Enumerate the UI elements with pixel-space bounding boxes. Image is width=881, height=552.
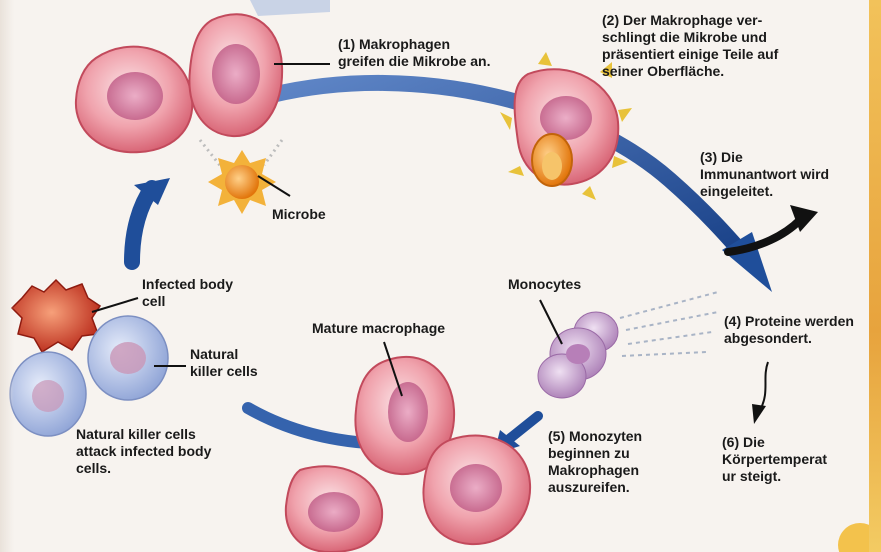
secreted-proteins <box>620 292 718 356</box>
mature-macrophage-2 <box>423 436 530 545</box>
mature-macrophage-3 <box>286 466 382 552</box>
temperature-arrowhead <box>752 404 766 424</box>
natural-killer-label: Natural killer cells <box>190 346 258 380</box>
left-edge-shade <box>0 0 14 552</box>
step1-label: (1) Makrophagen greifen die Mikrobe an. <box>338 36 490 70</box>
mature-macrophage-label: Mature macrophage <box>312 320 445 337</box>
step6-label: (6) Die Körpertemperat ur steigt. <box>722 434 827 485</box>
nk-caption: Natural killer cells attack infected bod… <box>76 426 211 477</box>
right-edge-border <box>869 0 881 552</box>
temperature-arrow <box>760 362 768 410</box>
macrophage-cell-1 <box>76 47 192 153</box>
natural-killer-cell-2 <box>10 352 86 436</box>
infected-cell-label: Infected body cell <box>142 276 233 310</box>
step3-label: (3) Die Immunantwort wird eingeleitet. <box>700 149 829 200</box>
natural-killer-cell-1 <box>88 316 168 400</box>
response-arrow <box>728 220 800 252</box>
monocytes-label: Monocytes <box>508 276 581 293</box>
top-panel-fragment <box>250 0 330 16</box>
step4-label: (4) Proteine werden abgesondert. <box>724 313 854 347</box>
infected-body-cell <box>12 280 100 352</box>
microbe-label: Microbe <box>272 206 326 223</box>
macrophage-cell-2 <box>189 14 282 136</box>
monocytes-cluster <box>538 312 618 398</box>
step2-label: (2) Der Makrophage ver- schlingt die Mik… <box>602 12 778 80</box>
step5-label: (5) Monozyten beginnen zu Makrophagen au… <box>548 428 642 496</box>
cycle-arrow-left <box>132 188 152 262</box>
